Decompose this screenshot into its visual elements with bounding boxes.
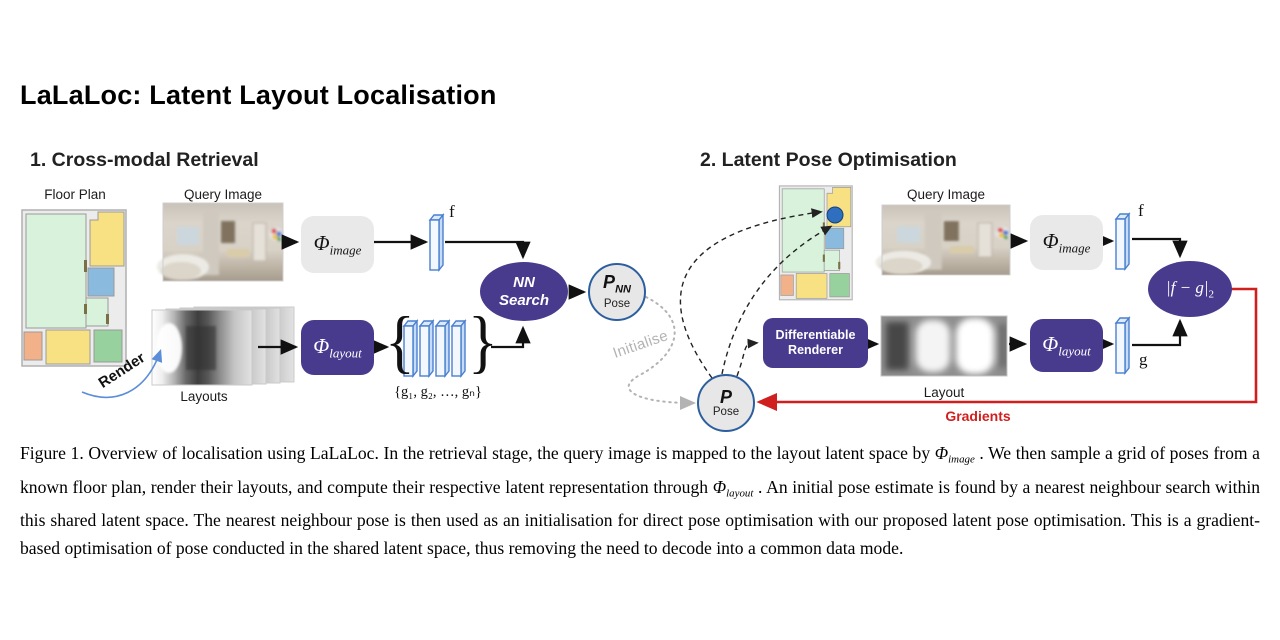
layout-render — [880, 315, 1008, 377]
phi-symbol: Φlayout — [313, 333, 362, 361]
layout-label: Layout — [923, 385, 965, 400]
g-set-label: {g₁, g₂, …, gₙ} — [394, 384, 482, 400]
phi-symbol: Φimage — [1042, 228, 1091, 256]
query-image-label-1: Query Image — [183, 187, 263, 202]
query-image-label-2: Query Image — [906, 187, 986, 202]
p-pose-node: P Pose — [697, 374, 755, 432]
f-label-1: f — [449, 202, 455, 221]
brace-right: } — [468, 303, 498, 381]
phi-layout-box-1: Φlayout — [301, 320, 374, 375]
phi-image-box-1: Φimage — [301, 216, 374, 273]
gradients-label: Gradients — [945, 408, 1011, 424]
g-label: g — [1139, 350, 1148, 369]
brace-left: { — [385, 303, 415, 381]
gradients-path — [756, 287, 1258, 412]
pnn-pose-node: PNN Pose — [588, 263, 646, 321]
loss-node: |f − g|2 — [1148, 261, 1232, 317]
diff-renderer-box: Differentiable Renderer — [763, 318, 868, 368]
pose-dashed-curves — [679, 208, 833, 379]
render-arrow — [81, 348, 163, 399]
floor-plan-2 — [778, 185, 853, 301]
section-2-heading: 2. Latent Pose Optimisation — [700, 149, 957, 171]
nn-search-node: NN Search — [480, 262, 568, 321]
pose-dot — [826, 206, 844, 224]
caption-math-phi-layout: Φ — [712, 476, 727, 497]
caption-text: . We then sample a grid of poses from a … — [20, 443, 1260, 497]
figure-caption: Figure 1. Overview of localisation using… — [20, 443, 1261, 558]
f-label-2: f — [1138, 201, 1144, 220]
layouts-stack — [151, 306, 295, 386]
phi-symbol: Φlayout — [1042, 331, 1091, 359]
connectors-section-1 — [258, 234, 587, 355]
layouts-label: Layouts — [180, 389, 228, 404]
query-image-2 — [876, 205, 1010, 275]
caption-text: . An initial pose estimate is found by a… — [20, 476, 1261, 558]
floor-plan-1 — [21, 209, 127, 367]
f-vector-1 — [429, 214, 444, 271]
floor-plan-label: Floor Plan — [44, 187, 106, 202]
f-vector-2 — [1115, 213, 1130, 270]
connectors-section-2 — [861, 233, 1188, 352]
caption-math-phi-image: Φ — [934, 443, 949, 463]
phi-symbol: Φimage — [313, 230, 362, 258]
page-title: LaLaLoc: Latent Layout Localisation — [20, 80, 497, 110]
g-vector-2 — [1115, 317, 1130, 374]
phi-image-box-2: Φimage — [1030, 215, 1103, 270]
query-image-1 — [157, 203, 283, 281]
phi-layout-box-2: Φlayout — [1030, 319, 1103, 372]
section-1-heading: 1. Cross-modal Retrieval — [30, 149, 259, 171]
caption-text: Figure 1. Overview of localisation using… — [20, 443, 935, 463]
